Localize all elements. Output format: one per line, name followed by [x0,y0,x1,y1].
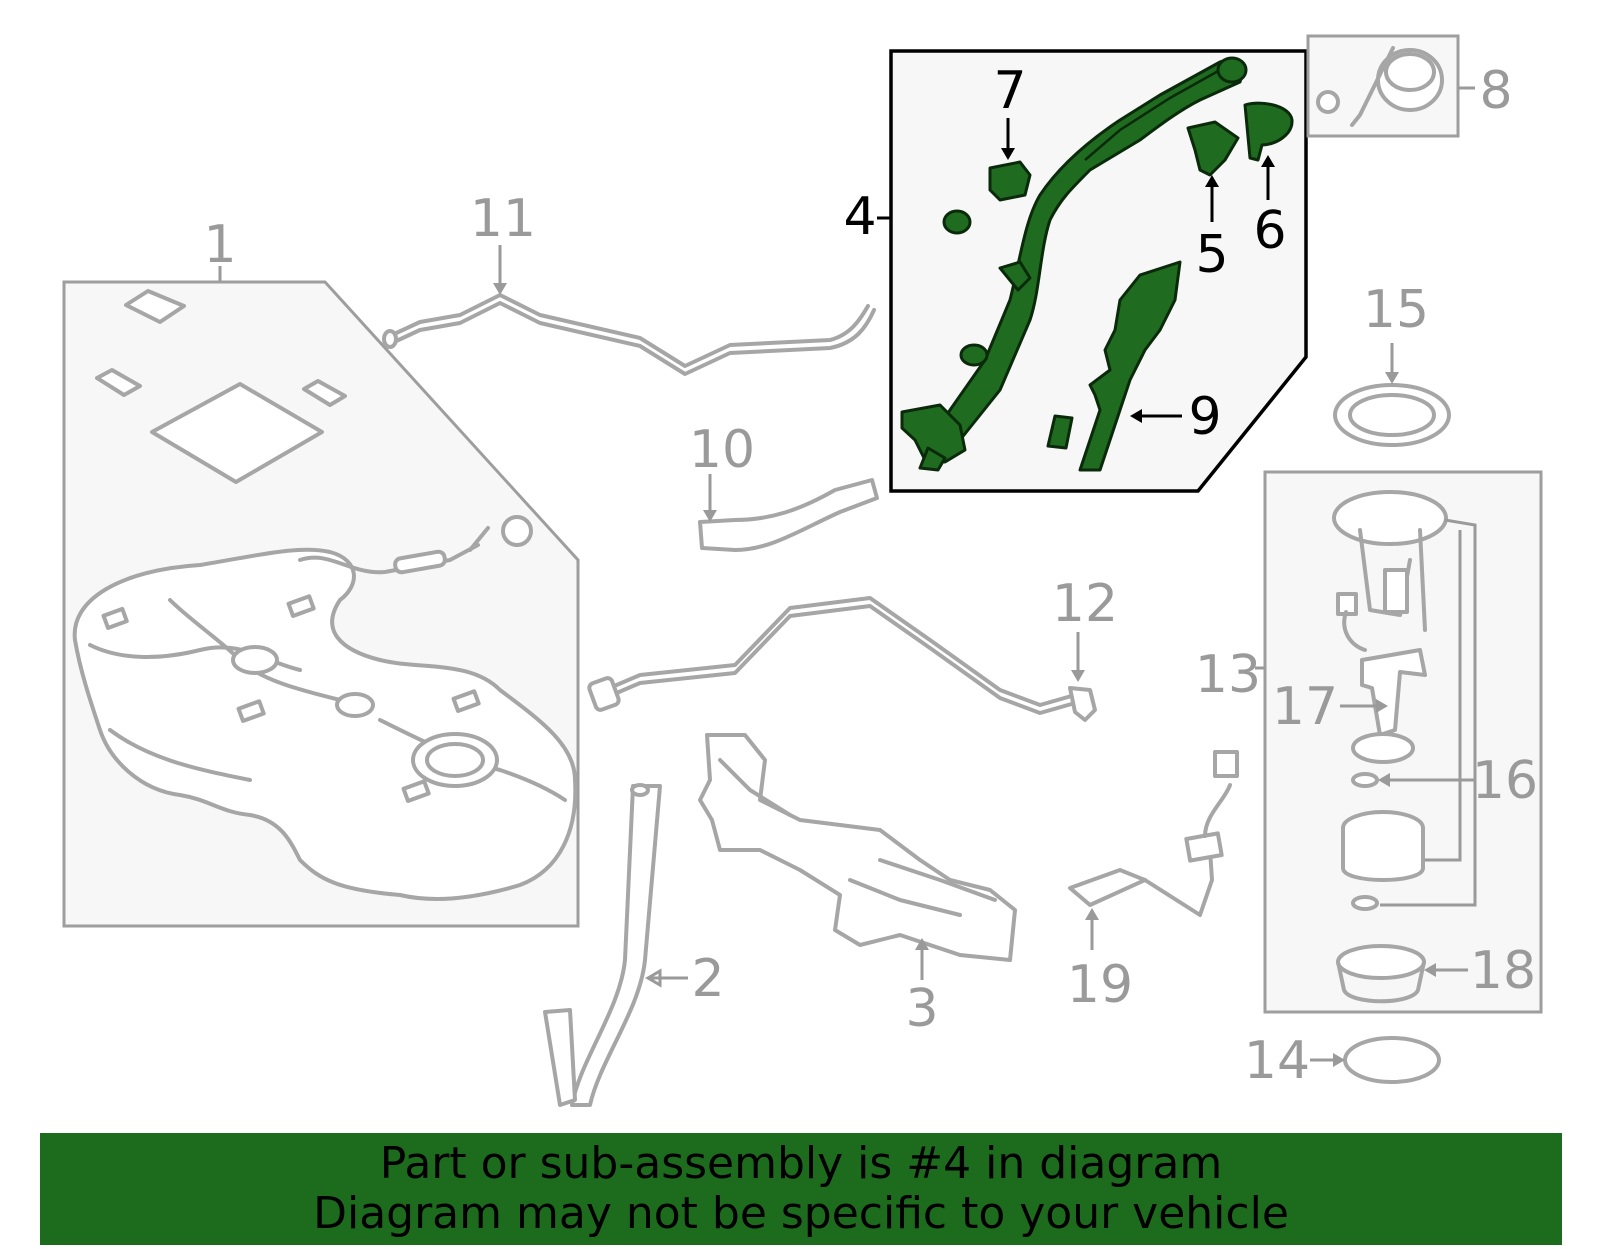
part-8-fuel-cap[interactable] [1306,34,1475,138]
callout-4: 4 [843,187,876,247]
callout-18: 18 [1470,941,1536,1001]
callout-9: 9 [1188,387,1221,447]
callout-13: 13 [1195,645,1261,705]
callout-2: 2 [691,949,724,1009]
banner-line-1: Part or sub-assembly is #4 in diagram [379,1138,1223,1189]
callout-11: 11 [470,189,536,249]
callout-19: 19 [1067,955,1133,1015]
part-10-fuel-hose[interactable] [698,474,879,552]
part-2-tank-strap[interactable] [543,783,688,1107]
callout-16: 16 [1472,751,1538,811]
part-19-level-sender[interactable] [1068,750,1239,950]
part-11-vent-line[interactable] [382,245,876,376]
callout-1: 1 [203,215,236,275]
callout-8: 8 [1479,61,1512,121]
part-15-retainer-ring[interactable] [1333,343,1451,447]
callout-17: 17 [1272,677,1338,737]
part-4-filler-pipe-assembly[interactable] [877,49,1308,493]
banner-line-2: Diagram may not be specific to your vehi… [313,1188,1289,1239]
callout-10: 10 [689,420,755,480]
part-1-fuel-tank[interactable] [62,266,580,928]
callout-14: 14 [1244,1031,1310,1091]
callout-12: 12 [1052,574,1118,634]
info-banner: Part or sub-assembly is #4 in diagram Di… [40,1133,1562,1245]
callout-7: 7 [993,61,1026,121]
callout-6: 6 [1253,201,1286,261]
part-3-heat-shield[interactable] [698,733,1017,980]
callout-15: 15 [1363,280,1429,340]
part-12-fuel-line[interactable] [587,596,1097,722]
part-18-lock-ring[interactable] [1336,944,1468,1004]
part-14-gasket[interactable] [1310,1036,1441,1084]
callout-3: 3 [905,979,938,1039]
callout-5: 5 [1195,225,1228,285]
part-13-fuel-pump-module[interactable] [1255,470,1543,1014]
